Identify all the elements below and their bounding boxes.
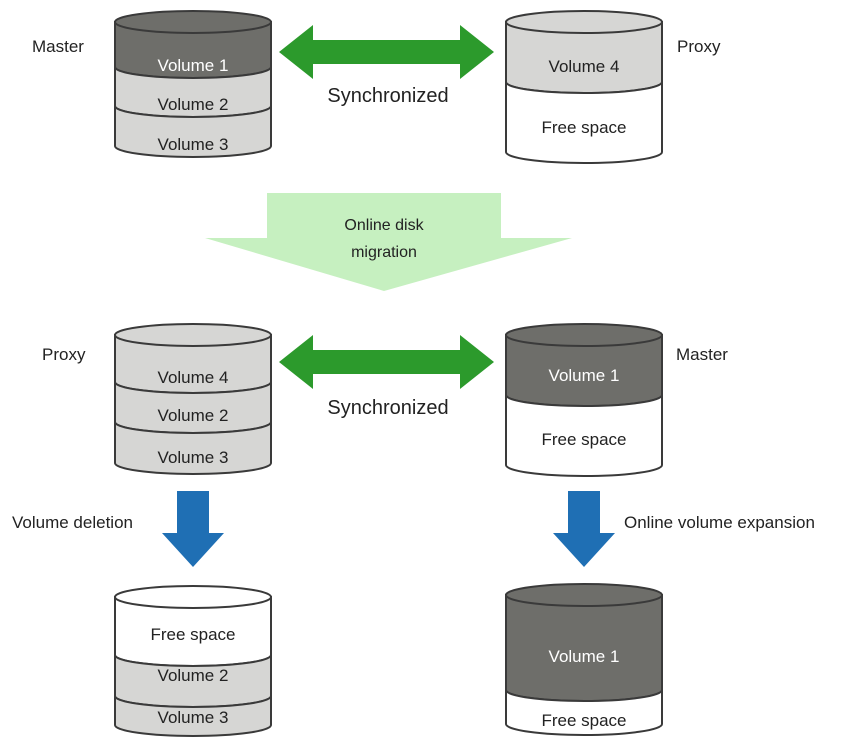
segment-label: Volume 4 — [549, 57, 620, 76]
migration-arrow — [205, 193, 572, 291]
top-sync-arrow — [279, 25, 494, 79]
segment-label: Free space — [541, 430, 626, 449]
top-right-role-label: Proxy — [677, 37, 721, 56]
disk-top-cap — [114, 585, 272, 609]
bottom-right-disk: Volume 1 Free space — [505, 583, 663, 736]
segment-label: Volume 1 — [549, 366, 620, 385]
middle-master-disk: Volume 1 Free space — [505, 323, 663, 477]
segment-free-space — [505, 394, 663, 477]
segment-volume-3 — [114, 695, 272, 737]
segment-label: Volume 3 — [158, 708, 229, 727]
disk-top-cap — [505, 323, 663, 347]
segment-label: Volume 2 — [158, 95, 229, 114]
segment-label: Volume 2 — [158, 406, 229, 425]
bottom-left-disk: Free space Volume 2 Volume 3 — [114, 585, 272, 737]
volume-deletion-label: Volume deletion — [12, 513, 133, 532]
middle-left-role-label: Proxy — [42, 345, 86, 364]
segment-label: Volume 1 — [158, 56, 229, 75]
segment-volume-3 — [114, 105, 272, 158]
segment-label: Volume 3 — [158, 135, 229, 154]
segment-label: Volume 3 — [158, 448, 229, 467]
volume-expansion-arrow — [553, 491, 615, 567]
segment-volume-3 — [114, 421, 272, 475]
segment-label: Free space — [541, 711, 626, 730]
segment-label: Free space — [150, 625, 235, 644]
disk-top-cap — [114, 323, 272, 347]
migration-label-line2: migration — [351, 244, 417, 261]
segment-label: Volume 2 — [158, 666, 229, 685]
disk-top-cap — [505, 10, 663, 34]
volume-deletion-arrow — [162, 491, 224, 567]
segment-free-space — [505, 689, 663, 736]
middle-right-role-label: Master — [676, 345, 728, 364]
disk-top-cap — [505, 583, 663, 607]
segment-free-space — [505, 81, 663, 164]
top-master-disk: Volume 1 Volume 2 Volume 3 — [114, 10, 272, 158]
segment-label: Volume 1 — [549, 647, 620, 666]
volume-expansion-label: Online volume expansion — [624, 513, 815, 532]
middle-sync-label: Synchronized — [327, 397, 448, 419]
top-left-role-label: Master — [32, 37, 84, 56]
segment-label: Volume 4 — [158, 368, 229, 387]
top-proxy-disk: Volume 4 Free space — [505, 10, 663, 164]
middle-sync-arrow — [279, 335, 494, 389]
disk-top-cap — [114, 10, 272, 34]
middle-proxy-disk: Volume 4 Volume 2 Volume 3 — [114, 323, 272, 475]
migration-label-line1: Online disk — [344, 217, 424, 234]
top-sync-label: Synchronized — [327, 85, 448, 107]
segment-label: Free space — [541, 118, 626, 137]
